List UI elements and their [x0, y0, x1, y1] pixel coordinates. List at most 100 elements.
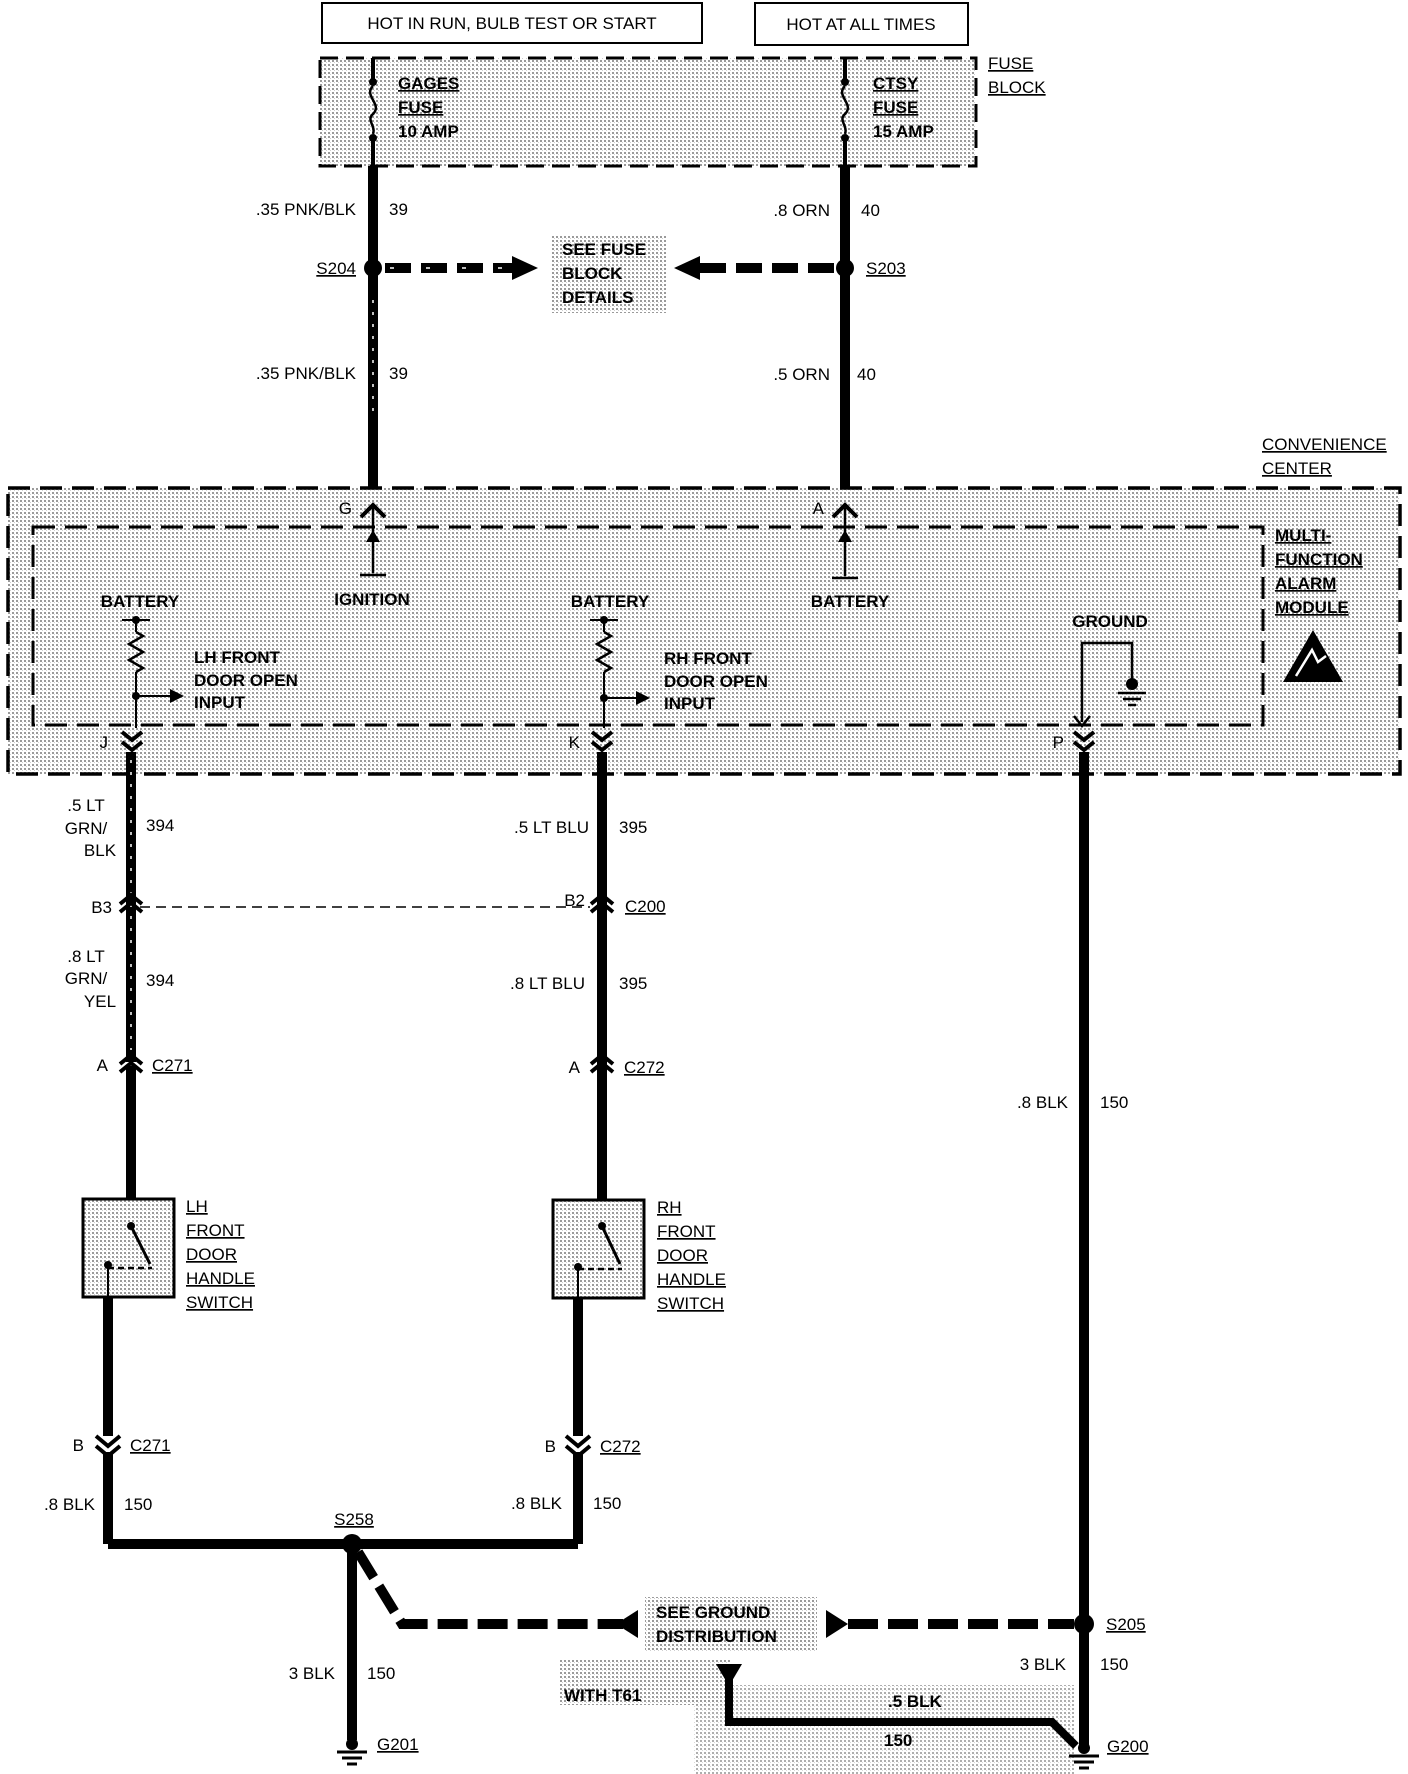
connector-c272-bottom: B C272	[545, 1434, 641, 1459]
module-name: MODULE	[1275, 598, 1349, 617]
svg-text:C272: C272	[624, 1058, 665, 1077]
module-name: MULTI-	[1275, 526, 1331, 545]
svg-text:B2: B2	[564, 891, 585, 910]
wire-39-gauge: .35 PNK/BLK	[256, 364, 357, 383]
wire-39-gauge: .35 PNK/BLK	[256, 200, 357, 219]
connector-c271-bottom: B C271	[73, 1434, 171, 1459]
splice-s204: S204	[316, 256, 538, 280]
ground-g201: G201	[337, 1735, 419, 1766]
wire-395-gauge: .8 LT BLU	[510, 974, 585, 993]
svg-text:S204: S204	[316, 259, 356, 278]
svg-text:FRONT: FRONT	[186, 1221, 245, 1240]
svg-text:SEE GROUND: SEE GROUND	[656, 1603, 770, 1622]
svg-text:INPUT: INPUT	[664, 694, 716, 713]
svg-text:P: P	[1053, 733, 1064, 752]
svg-text:C272: C272	[600, 1437, 641, 1456]
svg-text:BATTERY: BATTERY	[571, 592, 650, 611]
fuse-block-label: FUSE	[988, 54, 1033, 73]
svg-text:RH: RH	[657, 1198, 682, 1217]
wire-394-gauge: GRN/	[65, 969, 108, 988]
svg-text:10 AMP: 10 AMP	[398, 122, 459, 141]
fuse-block-label: BLOCK	[988, 78, 1046, 97]
module-name: ALARM	[1275, 574, 1336, 593]
rh-door-open-input: BATTERY RH FRONT DOOR OPEN INPUT	[571, 592, 768, 728]
svg-text:B: B	[73, 1436, 84, 1455]
svg-text:J: J	[100, 733, 109, 752]
wire-394-circuit: 394	[146, 816, 174, 835]
svg-text:FRONT: FRONT	[657, 1222, 716, 1241]
connector-c271: A C271	[97, 1052, 193, 1075]
svg-text:GAGES: GAGES	[398, 74, 459, 93]
wire-40-gauge: .5 ORN	[773, 365, 830, 384]
wire-150-gauge: 3 BLK	[1020, 1655, 1067, 1674]
svg-text:FUSE: FUSE	[398, 98, 443, 117]
wire-150-circuit: 150	[367, 1664, 395, 1683]
wire-39-circuit: 39	[389, 364, 408, 383]
ctsy-fuse: CTSY FUSE 15 AMP	[840, 58, 934, 166]
wire-150-circuit: 150	[1100, 1655, 1128, 1674]
convenience-center-label: CENTER	[1262, 459, 1332, 478]
wire-40-circuit: 40	[861, 201, 880, 220]
svg-text:DISTRIBUTION: DISTRIBUTION	[656, 1627, 777, 1646]
pin-j: J	[100, 730, 144, 753]
wire-150-gauge: .8 BLK	[44, 1495, 96, 1514]
wire-150-t61: .5 BLK 150	[716, 1664, 1079, 1750]
svg-text:A: A	[569, 1058, 581, 1077]
svg-text:BATTERY: BATTERY	[811, 592, 890, 611]
svg-text:CTSY: CTSY	[873, 74, 919, 93]
svg-text:HANDLE: HANDLE	[186, 1269, 255, 1288]
svg-text:G200: G200	[1107, 1737, 1149, 1756]
wire-40-gauge: .8 ORN	[773, 201, 830, 220]
svg-text:FUSE: FUSE	[873, 98, 918, 117]
svg-text:S205: S205	[1106, 1615, 1146, 1634]
svg-text:HANDLE: HANDLE	[657, 1270, 726, 1289]
wire-395-gauge: .5 LT BLU	[514, 818, 589, 837]
svg-text:C200: C200	[625, 897, 666, 916]
convenience-center	[6, 486, 1402, 776]
gages-fuse: GAGES FUSE 10 AMP	[368, 58, 459, 166]
svg-text:DOOR OPEN: DOOR OPEN	[664, 672, 768, 691]
svg-text:SWITCH: SWITCH	[657, 1294, 724, 1313]
pin-a-battery: A BATTERY	[811, 499, 890, 611]
svg-text:G201: G201	[377, 1735, 419, 1754]
svg-text:GROUND: GROUND	[1072, 612, 1148, 631]
wire-150-gauge: .8 BLK	[511, 1494, 563, 1513]
svg-text:DOOR: DOOR	[657, 1246, 708, 1265]
pin-p: P	[1053, 730, 1096, 753]
module-ground: GROUND	[1072, 612, 1148, 729]
wire-150-gauge: 3 BLK	[289, 1664, 336, 1683]
svg-text:K: K	[569, 733, 581, 752]
fuse-block	[318, 56, 978, 168]
wire-150-gauge: .8 BLK	[1017, 1093, 1069, 1112]
svg-text:LH: LH	[186, 1197, 208, 1216]
svg-text:RH FRONT: RH FRONT	[664, 649, 752, 668]
wire-394-gauge: .8 LT	[67, 947, 104, 966]
ground-g200: G200	[1069, 1737, 1149, 1770]
connector-c200: B3 B2 C200	[91, 891, 665, 917]
svg-text:DETAILS: DETAILS	[562, 288, 633, 307]
hot-in-run-box: HOT IN RUN, BULB TEST OR START	[321, 2, 703, 44]
module-name: FUNCTION	[1275, 550, 1363, 569]
svg-text:BLOCK: BLOCK	[562, 264, 623, 283]
svg-text:A: A	[97, 1056, 109, 1075]
svg-text:A: A	[813, 499, 825, 518]
svg-text:SEE FUSE: SEE FUSE	[562, 240, 646, 259]
lh-door-open-input: BATTERY LH FRONT DOOR OPEN INPUT	[101, 592, 298, 728]
hot-at-all-times-box: HOT AT ALL TIMES	[754, 2, 969, 46]
svg-text:15 AMP: 15 AMP	[873, 122, 934, 141]
wire-395-circuit: 395	[619, 818, 647, 837]
svg-text:SWITCH: SWITCH	[186, 1293, 253, 1312]
svg-text:HOT IN RUN, BULB TEST OR START: HOT IN RUN, BULB TEST OR START	[367, 14, 656, 33]
splice-s258: S258	[334, 1510, 638, 1740]
svg-text:S258: S258	[334, 1510, 374, 1529]
esd-warning-icon	[1283, 630, 1343, 682]
svg-text:C271: C271	[130, 1436, 171, 1455]
wire-394-circuit: 394	[146, 971, 174, 990]
svg-text:B: B	[545, 1437, 556, 1456]
connector-c272: A C272	[569, 1052, 665, 1077]
svg-text:DOOR: DOOR	[186, 1245, 237, 1264]
svg-text:DOOR OPEN: DOOR OPEN	[194, 671, 298, 690]
svg-text:HOT AT ALL TIMES: HOT AT ALL TIMES	[786, 15, 935, 34]
wire-150-circuit: 150	[124, 1495, 152, 1514]
